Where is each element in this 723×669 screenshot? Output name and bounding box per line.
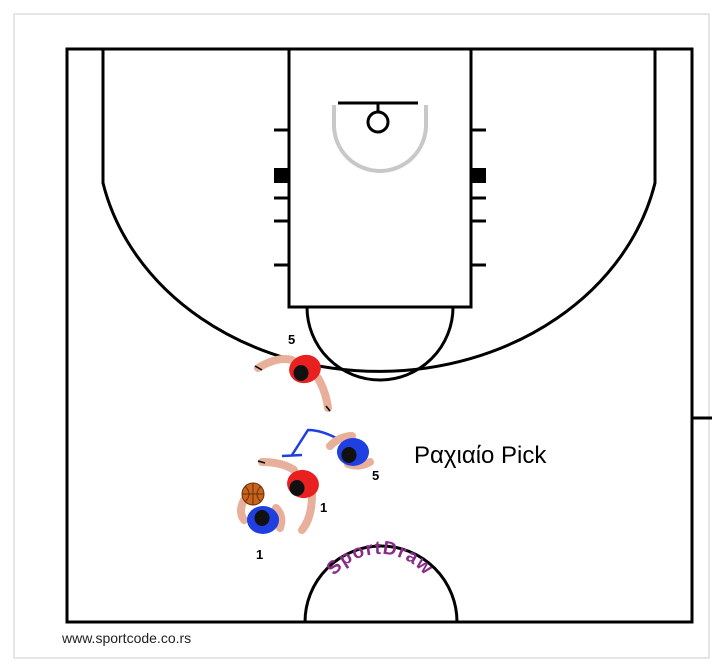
player-defense-5: 5 (254, 332, 332, 412)
player-defense-5-label: 5 (288, 332, 295, 347)
diagram-border (13, 13, 710, 659)
play-caption: Ραχιαίο Pick (414, 442, 547, 469)
player-defense-1-label: 1 (320, 500, 327, 515)
source-url: www.sportcode.co.rs (62, 630, 192, 646)
player-offense-5-label: 5 (372, 468, 379, 483)
screen-marker (281, 453, 303, 458)
player-offense-1: 1 (237, 482, 286, 562)
player-offense-1-label: 1 (256, 547, 263, 562)
restricted-area-arc (332, 105, 428, 173)
lane-block-right (471, 168, 486, 183)
lane-marks-right (471, 128, 486, 267)
free-throw-circle (305, 306, 455, 382)
basketball-icon (241, 482, 265, 506)
lane-marks-left (274, 128, 289, 267)
lane-block-left (274, 168, 289, 183)
center-circle (303, 544, 459, 623)
rim (366, 110, 390, 134)
player-offense-5: 5 (281, 428, 379, 483)
player-defense-1: 1 (257, 458, 327, 534)
three-point-line (101, 49, 657, 373)
